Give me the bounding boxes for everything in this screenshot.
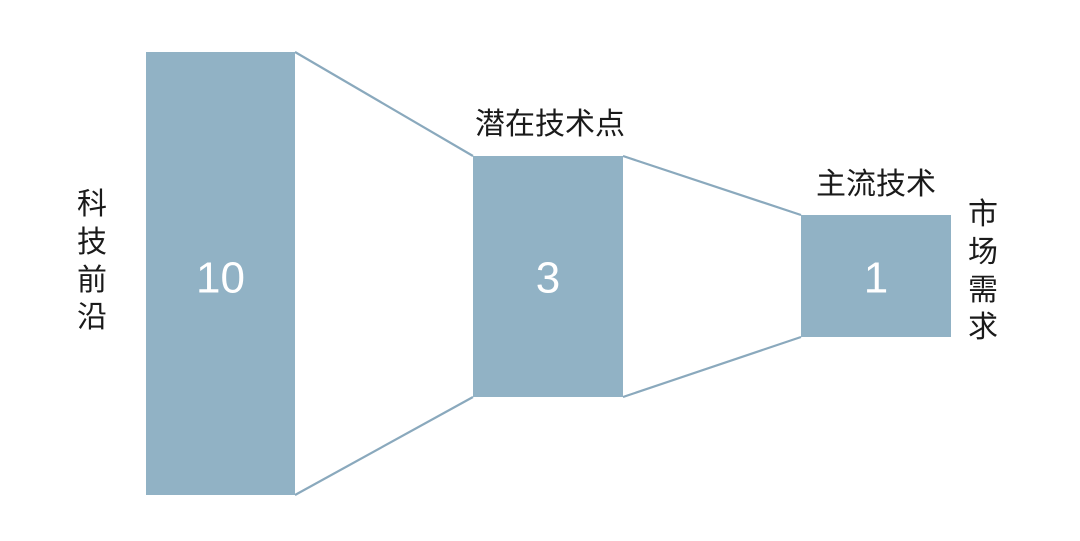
connector-stage2-stage3-top [622,154,802,217]
funnel-left-axis-label: 科 技 前 沿 [77,187,107,336]
funnel-bar-stage-3[interactable] [801,215,951,337]
connector-stage2-stage3-bottom [622,335,802,399]
funnel-value-stage-3: 1 [864,254,888,303]
funnel-bar-stage-1[interactable] [146,52,295,495]
funnel-bar-stage-2[interactable] [473,156,623,397]
funnel-stage-values: 10 3 1 [196,254,888,303]
funnel-value-stage-2: 3 [536,254,560,303]
funnel-caption-stage-3: 主流技术 [816,167,936,202]
funnel-caption-stage-2: 潜在技术点 [475,107,625,142]
funnel-right-axis-label: 市 场 需 求 [968,197,998,346]
connector-stage1-stage2-top [294,51,474,157]
funnel-connectors [294,51,802,496]
funnel-stage-bars [146,52,951,495]
funnel-value-stage-1: 10 [196,254,245,303]
connector-stage1-stage2-bottom [294,396,474,496]
funnel-stage-captions: 潜在技术点 主流技术 [475,107,936,202]
